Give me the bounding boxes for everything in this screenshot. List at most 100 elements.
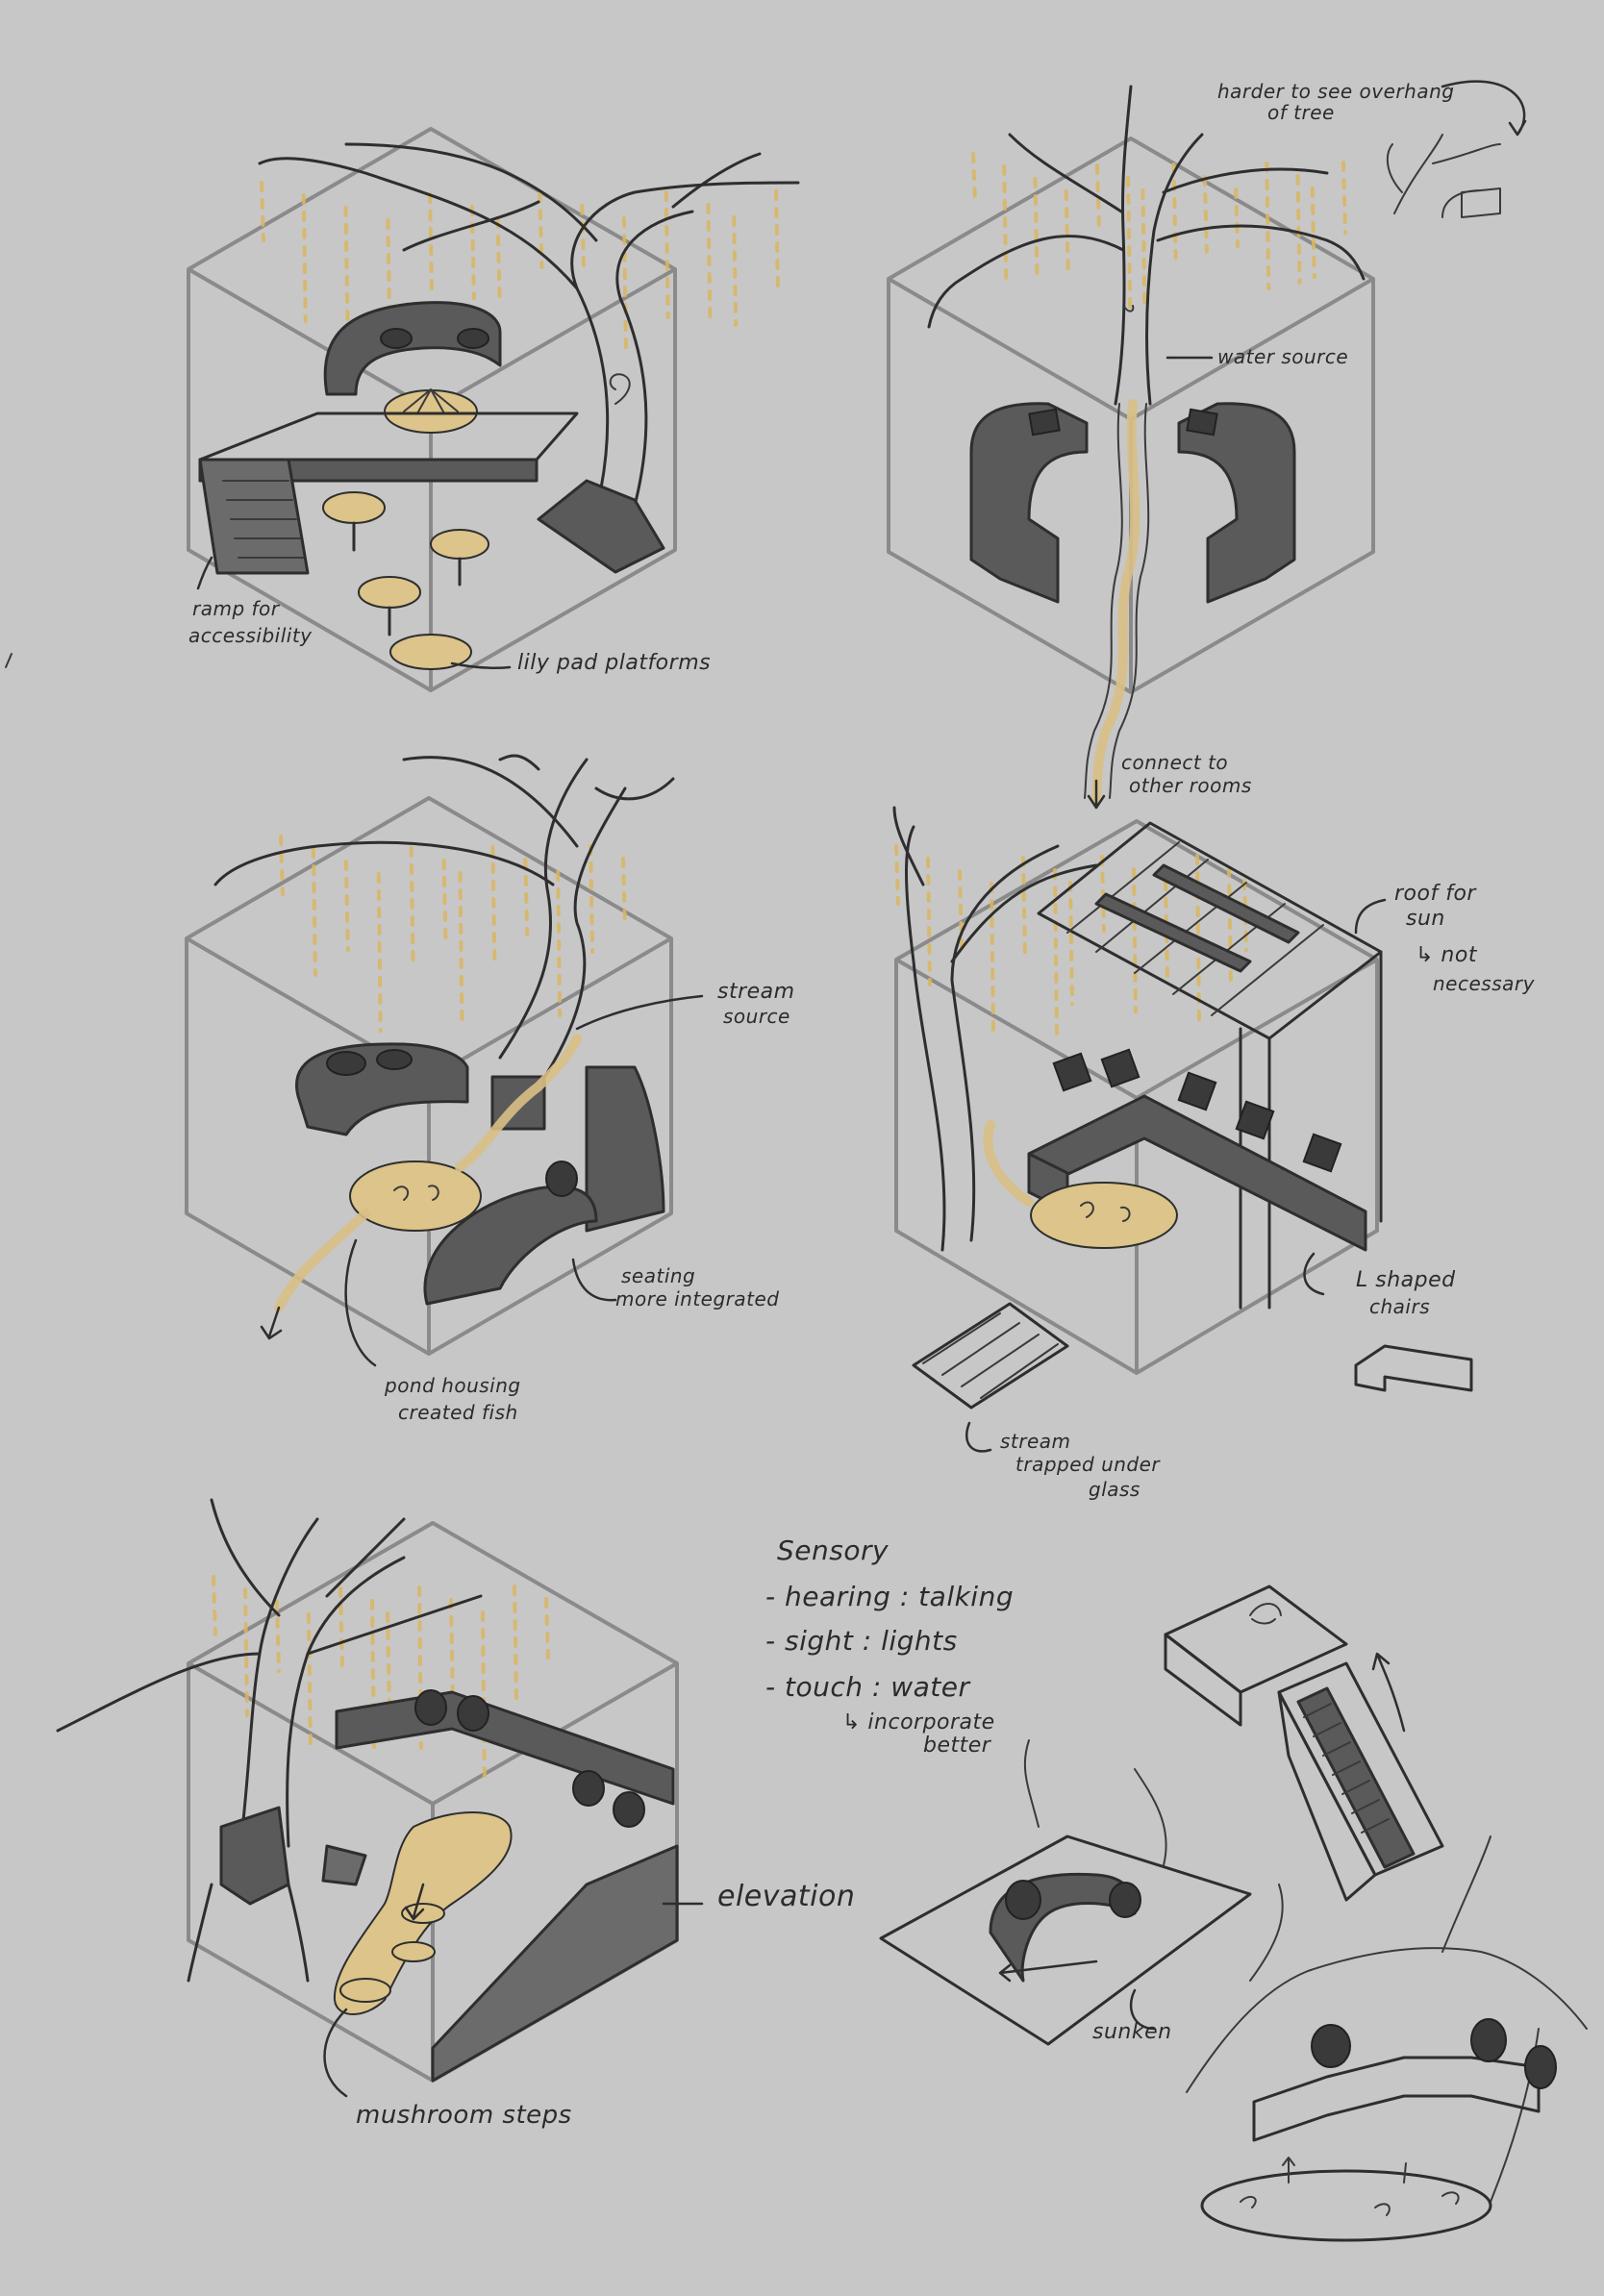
light-strand: [260, 181, 265, 242]
water-stream: [1084, 399, 1150, 803]
light-strand: [621, 216, 628, 354]
annotation-lily: lily pad platforms: [450, 651, 711, 675]
annotation-text: source: [723, 1005, 790, 1028]
annotation-text: sunken: [1092, 2020, 1172, 2044]
light-strand: [1265, 162, 1271, 290]
sensory-heading: Sensory: [777, 1535, 889, 1566]
annotation-text: accessibility: [188, 624, 313, 647]
light-strand: [1068, 881, 1074, 1006]
annotation-connect: connect to other rooms: [1087, 751, 1252, 810]
room-sketch-5: elevation mushroom steps: [56, 1498, 855, 2130]
annotation-text: other rooms: [1129, 774, 1252, 797]
light-strand: [490, 845, 497, 961]
annotation-text: harder to see overhang: [1217, 80, 1454, 103]
light-strands: [212, 1575, 550, 1786]
annotation-text: connect to: [1121, 751, 1228, 774]
light-strand: [1295, 174, 1302, 285]
light-strand: [538, 191, 544, 269]
annotation-mushroom: mushroom steps: [323, 2008, 572, 2130]
annotation-text: sun: [1406, 907, 1445, 931]
annotation-text: of tree: [1267, 101, 1335, 124]
light-strand: [971, 152, 977, 204]
light-strand: [1094, 163, 1101, 229]
light-strand: [1341, 161, 1347, 235]
annotation-text: pond housing: [384, 1374, 521, 1397]
annotation-text: ↳ not: [1416, 943, 1478, 967]
light-strand: [1164, 880, 1169, 979]
annotation-text: elevation: [717, 1880, 855, 1913]
light-strand: [523, 858, 530, 936]
light-strand: [338, 1586, 344, 1671]
light-strand: [458, 871, 464, 1025]
light-strands: [971, 152, 1347, 310]
annotation-stream-glass: stream trapped under glass: [965, 1421, 1161, 1501]
light-strand: [1033, 177, 1040, 279]
light-strand: [1002, 164, 1009, 285]
light-strand: [706, 203, 713, 323]
curved-seating: [323, 301, 502, 434]
light-strand: [1053, 868, 1059, 1040]
light-strand: [894, 844, 900, 906]
annotation-text: roof for: [1394, 882, 1477, 906]
sunken-seating-sketch: sunken: [879, 1739, 1252, 2046]
lily-pad-platforms: [322, 491, 489, 670]
light-strand: [495, 217, 502, 304]
annotation-text: ramp for: [192, 597, 281, 620]
channel-box-sketch: [1164, 1585, 1444, 1902]
annotation-pond: pond housing created fish: [344, 1238, 521, 1424]
annotation-text: trapped under: [1015, 1453, 1161, 1476]
light-strand: [926, 857, 932, 986]
light-strand: [469, 205, 476, 300]
tree: [56, 1498, 483, 1983]
detail-sketches: sunken: [879, 1585, 1588, 2242]
stray-mark: [5, 653, 13, 668]
light-strand: [664, 190, 670, 319]
light-strand: [1064, 189, 1070, 273]
light-strand: [1132, 867, 1138, 1013]
pond-and-stream: [260, 1034, 582, 1340]
sensory-notes: Sensory - hearing : talking - sight : li…: [765, 1535, 1014, 1758]
annotation-overhang: harder to see overhang of tree: [1217, 80, 1527, 137]
light-strand: [449, 1598, 455, 1706]
light-strand: [343, 860, 350, 952]
annotation-text: mushroom steps: [356, 2101, 572, 2130]
room-sketch-1: ramp for accessibility lily pad platform…: [187, 127, 800, 692]
annotation-text: more integrated: [615, 1287, 780, 1310]
room-sketch-2: harder to see overhang of tree water sou…: [887, 80, 1527, 810]
mini-tree-sketch: [1386, 134, 1501, 218]
annotation-roof: roof for sun ↳ not necessary: [1354, 882, 1536, 995]
light-strand: [1310, 187, 1316, 279]
light-strand: [1126, 176, 1133, 310]
tree: [892, 806, 1098, 1252]
light-strand: [1227, 866, 1233, 986]
light-strands: [279, 835, 627, 1033]
light-strand: [589, 844, 595, 954]
annotation-seating: seating more integrated: [571, 1258, 780, 1310]
light-strand: [990, 882, 995, 1033]
tree-bench-sketch: [1186, 1835, 1588, 2242]
light-strand: [732, 215, 739, 327]
light-strand: [1171, 162, 1178, 260]
seating-bench: [335, 1689, 675, 1828]
curved-seating-pair: [969, 402, 1296, 604]
annotation-text: glass: [1089, 1478, 1140, 1501]
light-strand: [481, 1610, 487, 1786]
room-sketch-4: roof for sun ↳ not necessary L shaped ch…: [892, 806, 1536, 1501]
light-strand: [343, 206, 350, 327]
light-strand: [409, 846, 415, 969]
light-strand: [958, 869, 964, 952]
light-strand: [556, 870, 563, 1017]
sensory-sub-note: better: [923, 1734, 992, 1758]
light-strand: [1202, 175, 1209, 254]
sensory-item-touch: - touch : water: [765, 1671, 970, 1703]
light-strand: [580, 204, 587, 273]
annotation-text: created fish: [398, 1401, 518, 1424]
light-strand: [1021, 856, 1027, 960]
annotation-ramp: ramp for accessibility: [188, 556, 313, 647]
annotation-text: necessary: [1433, 972, 1536, 995]
annotation-l-chairs: L shaped chairs: [1303, 1252, 1473, 1392]
elevation-ramp: [431, 1844, 679, 2083]
annotation-text: lily pad platforms: [517, 651, 711, 675]
isometric-frame: [187, 1521, 679, 2083]
